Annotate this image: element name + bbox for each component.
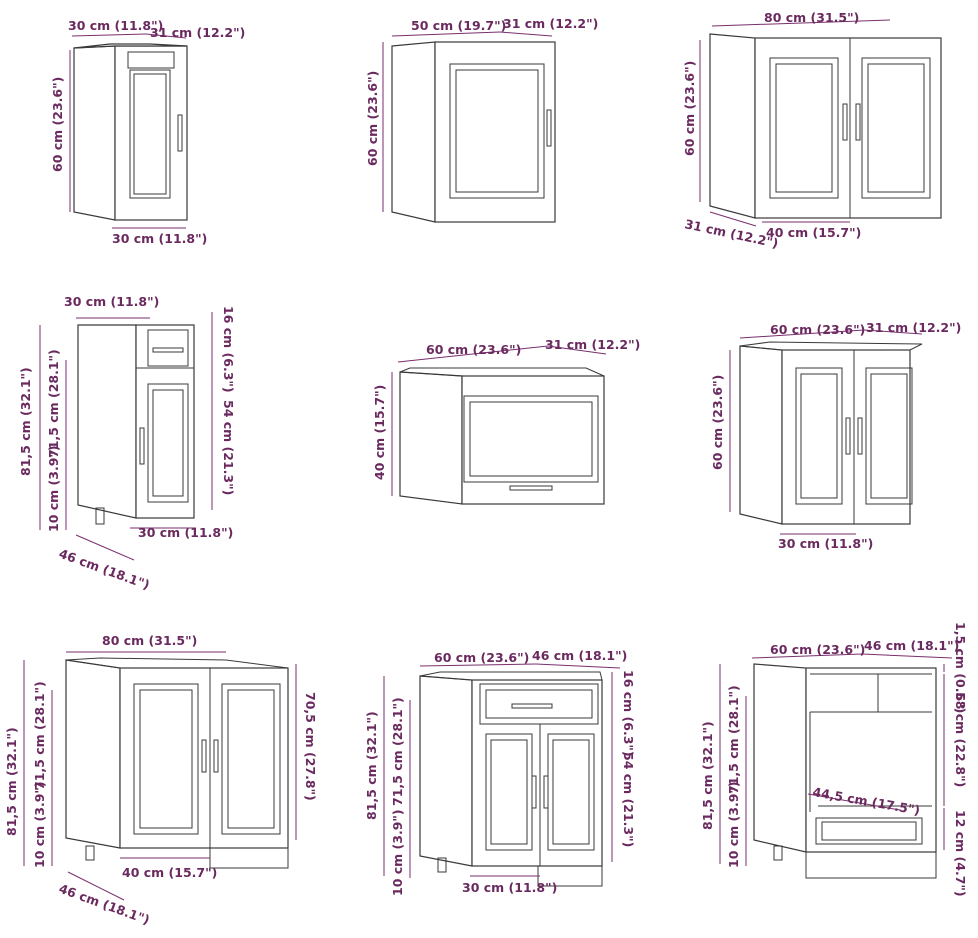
c4-body-height-label: 71,5 cm (28.1") — [46, 349, 61, 458]
c8-width-label: 60 cm (23.6") — [434, 650, 529, 665]
cabinet-9-oven-housing: 60 cm (23.6") 46 cm (18.1") 1,5 cm (0.6"… — [700, 622, 968, 897]
c9-depth-label: 46 cm (18.1") — [864, 638, 959, 653]
c5-height-label: 40 cm (15.7") — [372, 385, 387, 480]
c8-drawer-label: 16 cm (6.3") — [621, 670, 636, 757]
c9-width-label: 60 cm (23.6") — [770, 642, 865, 657]
c1-height-label: 60 cm (23.6") — [50, 77, 65, 172]
c9-leg-height-label: 10 cm (3.9") — [726, 781, 741, 868]
cabinet-5-wall-flap: 60 cm (23.6") 31 cm (12.2") 40 cm (15.7"… — [372, 337, 640, 505]
cabinet-4-base-narrow: 30 cm (11.8") 16 cm (6.3") 54 cm (21.3")… — [18, 294, 236, 592]
c8-body-height-label: 71,5 cm (28.1") — [390, 697, 405, 806]
c7-body-height-label: 71,5 cm (28.1") — [32, 681, 47, 790]
c2-height-label: 60 cm (23.6") — [365, 71, 380, 166]
c8-leg-height-label: 10 cm (3.9") — [390, 809, 405, 896]
c4-door-label: 54 cm (21.3") — [221, 400, 236, 495]
c8-bottom-width-label: 30 cm (11.8") — [462, 880, 557, 895]
cabinet-6-wall-double: 60 cm (23.6") 31 cm (12.2") 60 cm (23.6"… — [710, 320, 961, 551]
c7-total-height-label: 81,5 cm (32.1") — [4, 727, 19, 836]
c3-width-label: 80 cm (31.5") — [764, 10, 859, 25]
c3-bottom-width-label: 40 cm (15.7") — [766, 225, 861, 240]
cabinet-2-wall-medium: 50 cm (19.7") 31 cm (12.2") 60 cm (23.6"… — [365, 16, 598, 223]
c6-bottom-width-label: 30 cm (11.8") — [778, 536, 873, 551]
c1-bottom-width-label: 30 cm (11.8") — [112, 231, 207, 246]
c4-bottom-width-label: 30 cm (11.8") — [138, 525, 233, 540]
c6-width-label: 60 cm (23.6") — [770, 322, 865, 337]
c5-width-label: 60 cm (23.6") — [426, 342, 521, 357]
c6-depth-label: 31 cm (12.2") — [866, 320, 961, 335]
c2-width-label: 50 cm (19.7") — [411, 18, 506, 33]
c7-inner-height-label: 70,5 cm (27.8") — [303, 692, 318, 801]
c4-width-label: 30 cm (11.8") — [64, 294, 159, 309]
c9-total-height-label: 81,5 cm (32.1") — [700, 721, 715, 830]
c1-width-label: 30 cm (11.8") — [68, 18, 163, 33]
c5-depth-label: 31 cm (12.2") — [545, 337, 640, 352]
c9-body-height-label: 71,5 cm (28.1") — [726, 685, 741, 794]
c7-bottom-width-label: 40 cm (15.7") — [122, 865, 217, 880]
c4-leg-height-label: 10 cm (3.9") — [46, 445, 61, 532]
c7-leg-height-label: 10 cm (3.9") — [32, 781, 47, 868]
cabinet-1-wall-narrow: 30 cm (11.8") 31 cm (12.2") 60 cm (23.6"… — [50, 18, 245, 246]
c9-top-label: 1,5 cm (0.6") — [953, 622, 968, 713]
c4-depth-label: 46 cm (18.1") — [57, 546, 152, 593]
c3-height-label: 60 cm (23.6") — [682, 61, 697, 156]
c6-height-label: 60 cm (23.6") — [710, 375, 725, 470]
c1-depth-label: 31 cm (12.2") — [150, 25, 245, 40]
c9-drawer-label: 12 cm (4.7") — [953, 810, 968, 897]
c7-width-label: 80 cm (31.5") — [102, 633, 197, 648]
cabinet-3-wall-double: 80 cm (31.5") 60 cm (23.6") 31 cm (12.2"… — [682, 10, 942, 251]
c2-depth-label: 31 cm (12.2") — [503, 16, 598, 31]
c4-drawer-label: 16 cm (6.3") — [221, 306, 236, 393]
c8-depth-label: 46 cm (18.1") — [532, 648, 627, 663]
c9-niche-label: 58 cm (22.8") — [953, 692, 968, 787]
c8-total-height-label: 81,5 cm (32.1") — [364, 711, 379, 820]
c7-depth-label: 46 cm (18.1") — [57, 881, 152, 928]
cabinet-7-base-double: 80 cm (31.5") 81,5 cm (32.1") 71,5 cm (2… — [4, 633, 318, 927]
cabinet-8-base-drawer: 60 cm (23.6") 46 cm (18.1") 16 cm (6.3")… — [364, 648, 636, 896]
c4-total-height-label: 81,5 cm (32.1") — [18, 367, 33, 476]
c8-door-label: 54 cm (21.3") — [621, 752, 636, 847]
